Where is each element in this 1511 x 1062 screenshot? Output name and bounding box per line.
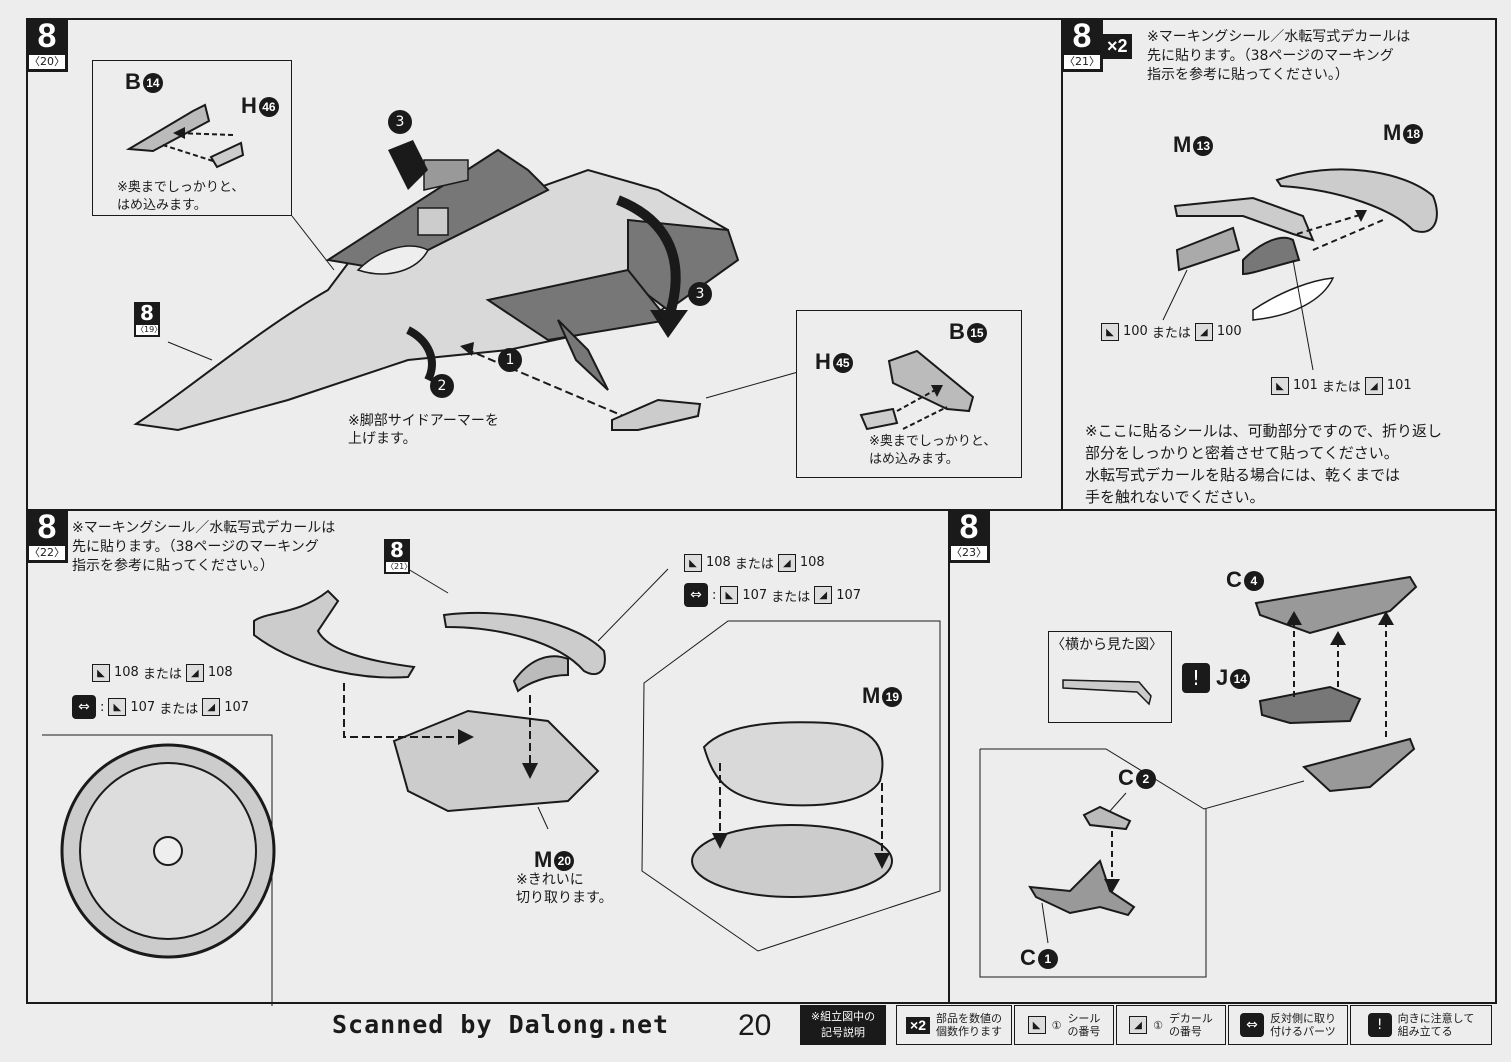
scanned-by-credit: Scanned by Dalong.net <box>332 1010 670 1039</box>
step-number: 8 <box>1072 17 1092 55</box>
decal-icon: ◢ <box>202 698 221 716</box>
step-badge: 8 〈23〉 <box>948 509 990 563</box>
step-sub: 〈21〉 <box>1063 54 1101 70</box>
step-sub: 〈23〉 <box>950 545 988 561</box>
movable-part-note: ※ここに貼るシールは、可動部分ですので、折り返し 部分をしっかりと密着させて貼っ… <box>1085 422 1442 506</box>
inset-right-parts-drawing <box>859 349 975 431</box>
panel-23-parts-drawing <box>979 575 1418 978</box>
decal-icon: ◢ <box>814 586 833 604</box>
marking-note: ※マーキングシール／水転写式デカールは 先に貼ります。（38ページのマーキング … <box>1147 29 1411 83</box>
seal-icon: ◣ <box>92 663 110 682</box>
decal-icon: ◢ <box>185 663 204 682</box>
seal-icon: ◣ <box>1027 1016 1046 1034</box>
callout-1: 1 <box>498 348 522 372</box>
seal-icon: ◣ <box>720 586 739 604</box>
seal-icon: ◣ <box>1271 376 1289 395</box>
aircraft-drawing <box>133 140 799 432</box>
step-number: 8 <box>37 508 57 546</box>
legend-item-decal: ◢ ① デカール の番号 <box>1116 1005 1226 1045</box>
decal-icon: ◢ <box>777 553 796 572</box>
decal-spec-107-top: ⇔: ◣107 または ◢107 <box>684 583 861 607</box>
decal-spec-101: ◣101 または ◢101 <box>1271 376 1412 395</box>
seal-icon: ◣ <box>684 553 702 572</box>
ref-step-19: 8 〈19〉 <box>134 302 162 337</box>
inset-left-note: ※奥までしっかりと、 はめ込みます。 <box>117 180 245 213</box>
marking-note: ※マーキングシール／水転写式デカールは 先に貼ります。（38ページのマーキング … <box>72 520 336 574</box>
inset-left-parts-drawing <box>125 103 245 169</box>
cut-note: ※きれいに 切り取ります。 <box>516 872 613 906</box>
step-number: 8 <box>37 17 57 55</box>
callout-3-top: 3 <box>388 110 412 134</box>
decal-spec-107-left: ⇔: ◣107 または ◢107 <box>72 695 249 719</box>
legend-title: ※組立図中の 記号説明 <box>800 1005 886 1045</box>
side-view-title: 〈横から見た図〉 <box>1051 637 1163 653</box>
multiplier-icon: ×2 <box>906 1016 930 1034</box>
legend-item-warning: ! 向きに注意して 組み立てる <box>1350 1005 1492 1045</box>
ref-step-21: 8 〈21〉 <box>384 539 412 574</box>
mirror-icon: ⇔ <box>1240 1013 1264 1037</box>
step-badge: 8 〈21〉 <box>1061 18 1103 72</box>
multiplier-badge: ×2 <box>1103 34 1132 59</box>
panel-step-21: 8 〈21〉 ×2 ※マーキングシール／水転写式デカールは 先に貼ります。（38… <box>1061 18 1497 511</box>
warning-icon: ! <box>1182 663 1210 693</box>
decal-spec-100: ◣100 または ◢100 <box>1101 322 1242 341</box>
decal-spec-108-left: ◣108 または ◢108 <box>92 663 233 682</box>
page-number: 20 <box>738 1009 772 1042</box>
legend-item-multiplier: ×2 部品を数値の 個数作ります <box>896 1005 1012 1045</box>
callout-2: 2 <box>430 374 454 398</box>
side-view-drawing <box>1062 679 1152 706</box>
mirror-icon: ⇔ <box>72 695 96 719</box>
seal-icon: ◣ <box>1101 322 1119 341</box>
legend-item-seal: ◣ ① シール の番号 <box>1014 1005 1114 1045</box>
step-badge: 8 〈22〉 <box>26 509 68 563</box>
inset-right-note: ※奥までしっかりと、 はめ込みます。 <box>869 434 997 467</box>
mirror-icon: ⇔ <box>684 583 708 607</box>
decal-icon: ◢ <box>1194 322 1213 341</box>
panel-step-22: 8 〈22〉 ※マーキングシール／水転写式デカールは 先に貼ります。（38ページ… <box>26 509 950 1006</box>
step-sub: 〈22〉 <box>28 545 66 561</box>
seal-icon: ◣ <box>108 698 127 716</box>
step-badge: 8 〈20〉 <box>26 18 68 72</box>
side-view-inset: 〈横から見た図〉 <box>1048 631 1172 723</box>
leg-armor-note: ※脚部サイドアーマーを 上げます。 <box>348 413 499 447</box>
step-sub: 〈20〉 <box>28 54 66 70</box>
step-number: 8 <box>959 508 979 546</box>
warning-icon: ! <box>1367 1013 1392 1037</box>
callout-3-right: 3 <box>688 282 712 306</box>
decal-spec-108-top: ◣108 または ◢108 <box>684 553 825 572</box>
panel-22-parts-drawing <box>42 568 941 1006</box>
legend-item-mirror: ⇔ 反対側に取り 付けるパーツ <box>1228 1005 1348 1045</box>
decal-icon: ◢ <box>1364 376 1383 395</box>
decal-icon: ◢ <box>1129 1016 1148 1034</box>
panel-21-parts-drawing <box>1162 168 1438 371</box>
